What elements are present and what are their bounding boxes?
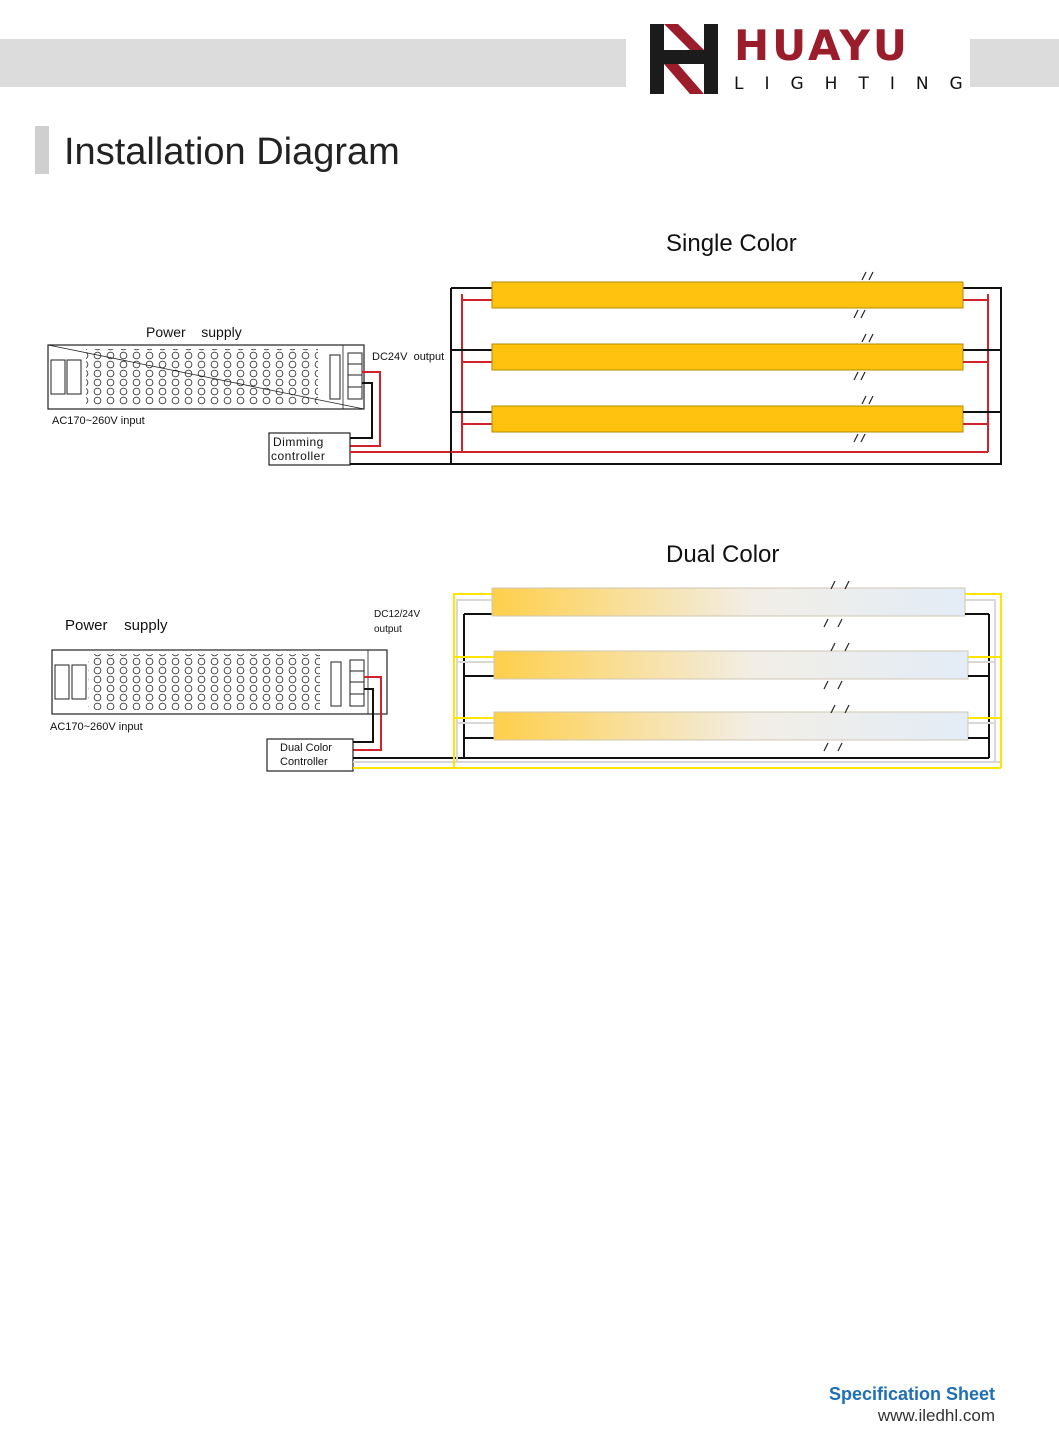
dual-controller-box: [266, 738, 354, 772]
dual-controller-label-1: Dual Color: [280, 742, 332, 754]
single-strip-1: [451, 281, 988, 309]
single-power-supply-label: Power supply: [146, 324, 242, 340]
brand-name: HUAYU: [734, 21, 910, 70]
single-output-label: DC24V output: [372, 351, 445, 363]
dual-output-label-1: DC12/24V: [374, 609, 421, 620]
single-input-label: AC170~260V input: [52, 415, 145, 427]
header-band-right: [970, 39, 1059, 87]
dual-strip-1: [464, 587, 989, 617]
single-power-supply: [47, 344, 365, 410]
dimming-controller-box: [268, 432, 351, 466]
single-color-title: Single Color: [666, 230, 797, 257]
dual-color-title: Dual Color: [666, 541, 780, 568]
dual-color-diagram: [51, 580, 1002, 772]
dimming-controller-label-2: controller: [271, 449, 326, 463]
dual-strip-2: [454, 650, 1001, 680]
title-accent-bar: [35, 126, 49, 174]
dual-power-supply: [51, 649, 388, 715]
dual-output-label-2: output: [374, 624, 402, 635]
page-title: Installation Diagram: [64, 131, 400, 173]
brand-subtitle: LIGHTING: [734, 74, 984, 94]
single-strip-2: [451, 343, 1001, 371]
dual-input-label: AC170~260V input: [50, 721, 143, 733]
single-color-diagram: [47, 271, 1002, 466]
header-band-left: [0, 39, 626, 87]
footer-url[interactable]: www.iledhl.com: [877, 1406, 995, 1425]
single-strip-3: [451, 405, 1001, 433]
hl-monogram-icon: [650, 24, 718, 94]
footer-title: Specification Sheet: [828, 1384, 995, 1404]
dual-power-supply-label: Power supply: [65, 617, 168, 634]
dimming-controller-label-1: Dimming: [273, 435, 324, 449]
brand-logo: HUAYU LIGHTING: [648, 21, 963, 98]
dual-strip-3: [454, 711, 1001, 741]
dual-controller-label-2: Controller: [280, 756, 328, 768]
